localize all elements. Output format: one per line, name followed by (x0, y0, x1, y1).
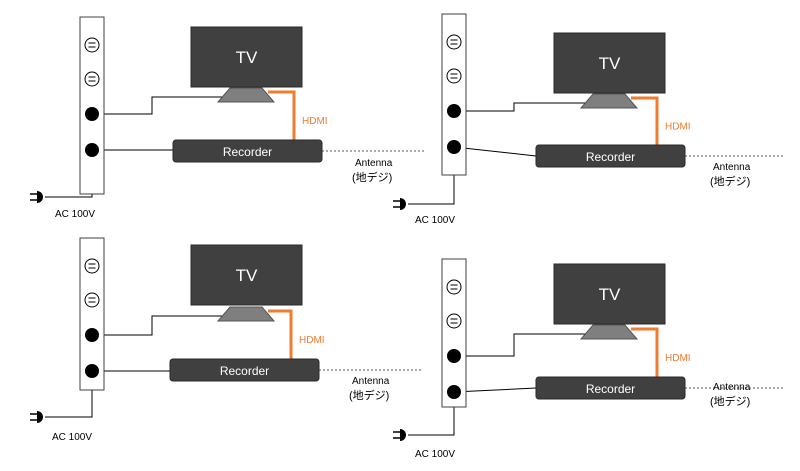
plug-body (400, 198, 406, 210)
recorder-power-cable (453, 387, 537, 393)
antenna-sub-label: (地デジ) (349, 388, 389, 402)
plugged-outlet-icon (447, 104, 461, 118)
tv-power-cable (454, 333, 609, 357)
empty-outlet-icon (84, 71, 100, 87)
hdmi-label: HDMI (302, 116, 328, 127)
hdmi-label: HDMI (665, 122, 691, 133)
tv-stand (216, 306, 276, 322)
antenna-sub-label: (地デジ) (710, 394, 750, 408)
empty-outlet-icon (446, 313, 462, 329)
tv-screen (553, 32, 666, 94)
tv-stand (579, 324, 639, 340)
antenna-label: Antenna (713, 382, 751, 393)
plugged-outlet-icon (85, 328, 99, 342)
tv-stand (579, 93, 639, 109)
recorder-box (535, 376, 686, 400)
empty-outlet-icon (446, 279, 462, 295)
plug-icon (393, 198, 406, 210)
tv-label: TV (599, 285, 621, 304)
antenna-label: Antenna (352, 376, 390, 387)
recorder-power-cable (453, 146, 537, 157)
diagram-bottom-right: TV HDMI Recorder Antenna(地デジ) AC 100V (393, 258, 783, 460)
hdmi-label: HDMI (299, 335, 325, 346)
recorder-label: Recorder (220, 364, 269, 378)
tv-label: TV (236, 266, 258, 285)
tv-power-cable (92, 96, 246, 115)
recorder-box (169, 358, 320, 382)
tv-screen (553, 263, 666, 325)
empty-outlet-icon (446, 34, 462, 50)
plugged-outlet-icon (85, 143, 99, 157)
plugged-outlet-icon (85, 364, 99, 378)
plugged-outlet-icon (447, 385, 461, 399)
antenna-label: Antenna (355, 158, 393, 169)
antenna-sub-label: (地デジ) (352, 170, 392, 184)
hdmi-label: HDMI (665, 353, 691, 364)
recorder-label: Recorder (223, 145, 272, 159)
recorder-box (535, 144, 686, 168)
antenna-label: Antenna (713, 162, 751, 173)
tv-power-cable (92, 315, 246, 336)
ac-label: AC 100V (415, 215, 455, 226)
recorder-label: Recorder (586, 382, 635, 396)
plug-icon (30, 411, 43, 423)
empty-outlet-icon (84, 37, 100, 53)
plugged-outlet-icon (85, 107, 99, 121)
tv-power-cable (454, 102, 609, 112)
ac-label: AC 100V (52, 432, 92, 443)
hdmi-cable (631, 327, 659, 377)
ac-label: AC 100V (55, 209, 95, 220)
hdmi-cable (268, 90, 296, 140)
plug-body (37, 191, 43, 203)
plug-body (400, 429, 406, 441)
tv-screen (190, 244, 303, 306)
ac-cord (45, 390, 93, 418)
empty-outlet-icon (84, 292, 100, 308)
plugged-outlet-icon (447, 140, 461, 154)
recorder-box (172, 139, 323, 163)
tv-label: TV (599, 54, 621, 73)
recorder-label: Recorder (586, 150, 635, 164)
plug-icon (393, 429, 406, 441)
power-strip (441, 258, 467, 408)
ac-cord (408, 175, 455, 205)
plug-icon (30, 191, 43, 203)
ac-cord (408, 407, 455, 436)
plug-body (37, 411, 43, 423)
ac-label: AC 100V (415, 449, 455, 460)
antenna-sub-label: (地デジ) (710, 174, 750, 188)
ac-cord (45, 194, 93, 198)
hdmi-cable (268, 309, 293, 359)
plugged-outlet-icon (447, 349, 461, 363)
hdmi-cable (631, 96, 659, 145)
tv-screen (190, 26, 303, 88)
empty-outlet-icon (84, 258, 100, 274)
tv-stand (216, 87, 276, 103)
empty-outlet-icon (446, 68, 462, 84)
tv-label: TV (236, 48, 258, 67)
